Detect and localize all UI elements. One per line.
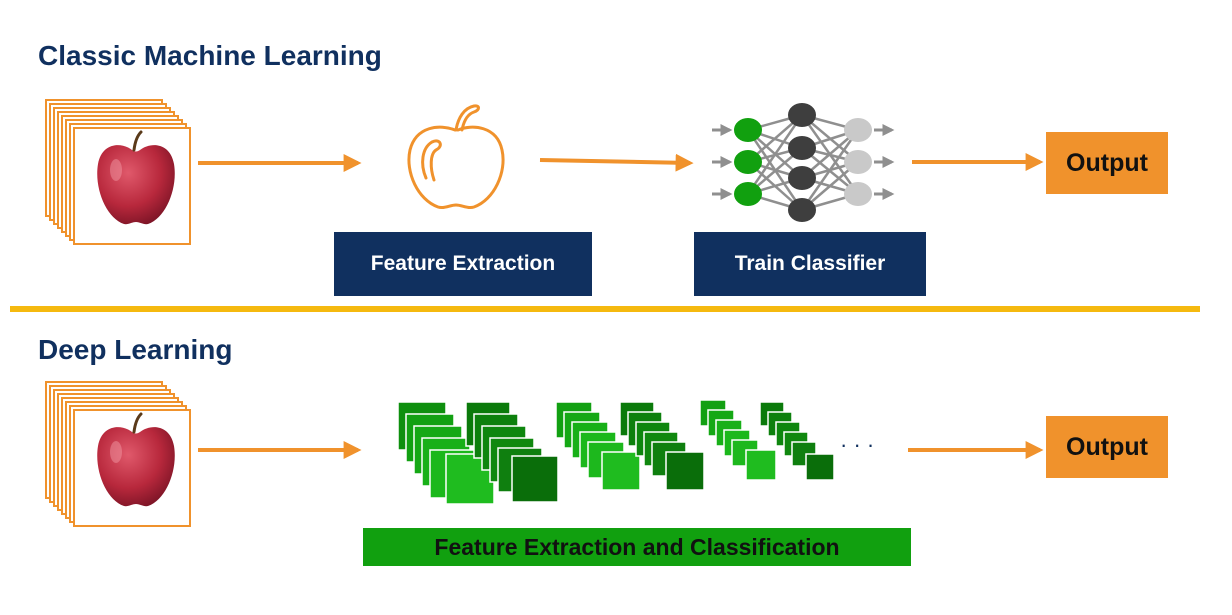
section-divider bbox=[10, 306, 1200, 312]
feature-extraction-label: Feature Extraction bbox=[334, 232, 592, 296]
feature-extraction-classification-label: Feature Extraction and Classification bbox=[363, 528, 911, 566]
classic-output-box: Output bbox=[1046, 132, 1168, 194]
deep-input-image-stack bbox=[44, 380, 192, 528]
apple-outline-icon bbox=[407, 104, 505, 210]
deep-learning-title: Deep Learning bbox=[38, 334, 233, 365]
classic-ml-title: Classic Machine Learning bbox=[38, 40, 382, 71]
train-classifier-label: Train Classifier bbox=[694, 232, 926, 296]
cnn-feature-maps-icon bbox=[397, 399, 835, 505]
ellipsis: · · · bbox=[840, 432, 874, 457]
deep-output-box: Output bbox=[1046, 416, 1168, 478]
classic-arrow-2 bbox=[539, 153, 694, 172]
classic-input-image-stack bbox=[44, 98, 192, 246]
neural-network-icon bbox=[712, 103, 895, 222]
